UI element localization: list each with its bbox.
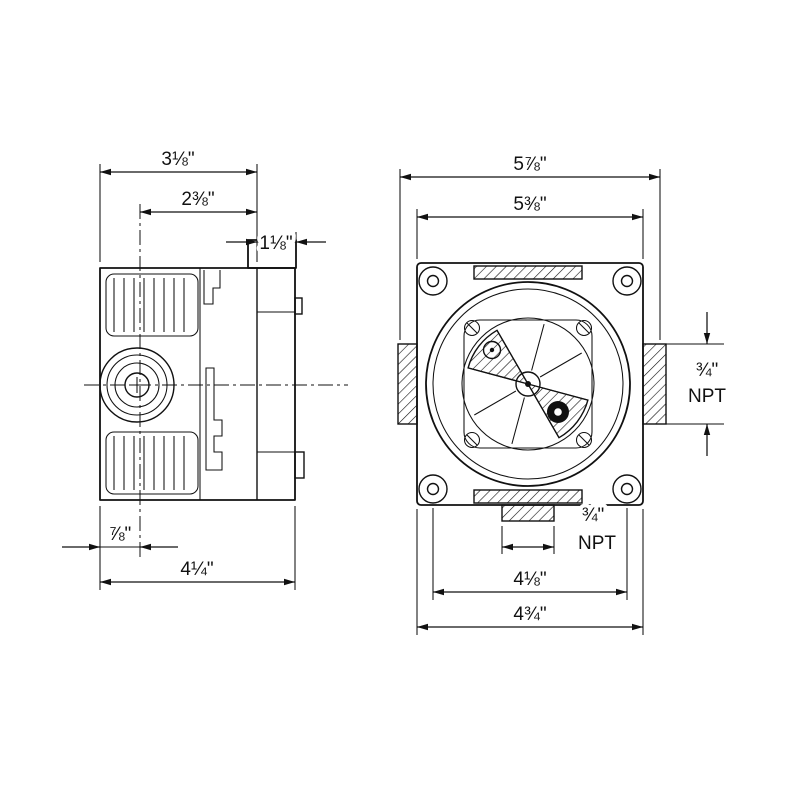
corner-ear-bottom-right	[612, 474, 642, 504]
dim-label-side-top-width: 3⅛"	[161, 149, 194, 170]
side-right-step	[294, 451, 305, 479]
ear-outline	[418, 474, 448, 504]
wheel-spokes	[467, 323, 589, 445]
ear-hole	[620, 482, 634, 496]
screw-slot	[466, 434, 478, 446]
dim-front-hole-spacing: 4⅛"	[432, 508, 628, 600]
dim-label-front-plate-bottom-width: 4¾"	[513, 604, 546, 625]
bottom-clamp-bar	[473, 489, 583, 504]
frame-screws	[463, 319, 593, 449]
dim-label-side-mid-width: 2⅜"	[181, 189, 214, 210]
rib-panel-outline	[105, 273, 199, 337]
dim-label-side-front-depth: 1⅛"	[259, 233, 292, 254]
dim-side-port-offset: ⅞"	[62, 506, 178, 590]
front-dimensions: 5⅞" 5⅜" ¾" NPT ¾" NPT	[399, 150, 730, 635]
dim-label-side-port-thread: NPT	[688, 386, 726, 407]
dim-label-side-port-offset: ⅞"	[109, 524, 132, 545]
ear-outline	[612, 474, 642, 504]
top-clamp-bar	[473, 265, 583, 280]
ear-hole	[426, 482, 440, 496]
wheel-hub	[515, 371, 541, 397]
left-side-port	[397, 343, 418, 425]
cartridge-frame	[463, 319, 593, 449]
rib-panel-outline	[105, 431, 199, 495]
dim-front-plate-bottom-width: 4¾"	[416, 509, 644, 635]
pilot-hole-dot	[489, 347, 495, 353]
corner-ear-bottom-left	[418, 474, 448, 504]
front-view-body	[397, 262, 667, 522]
plug-port-center	[554, 408, 562, 416]
screw-bottom-right	[575, 431, 593, 449]
dim-label-side-total-depth: 4¼"	[180, 559, 213, 580]
right-side-port	[642, 343, 667, 425]
side-rib-panel-bottom	[105, 431, 199, 495]
ear-hole	[620, 274, 634, 288]
dim-side-top-width: 3⅛"	[99, 145, 258, 262]
screw-top-left	[463, 319, 481, 337]
side-right-tab	[294, 297, 303, 315]
dim-label-bottom-port-thread: NPT	[578, 533, 616, 554]
side-rib-panel-top	[105, 273, 199, 337]
side-top-protrusion	[247, 239, 297, 269]
plug-port	[547, 401, 569, 423]
dim-label-front-plate-width: 5⅜"	[513, 194, 546, 215]
dim-side-mid-width: 2⅜"	[140, 185, 257, 216]
dim-label-side-port-size: ¾"	[696, 360, 719, 381]
rib-lines	[113, 278, 185, 332]
corner-ear-top-left	[418, 266, 448, 296]
ear-outline	[612, 266, 642, 296]
pilot-hole	[482, 340, 502, 360]
impeller-wheel	[461, 317, 595, 451]
rib-lines	[113, 436, 185, 490]
front-view: 5⅞" 5⅜" ¾" NPT ¾" NPT	[397, 150, 730, 635]
dim-label-bottom-port-size: ¾"	[582, 505, 605, 526]
dim-front-plate-width: 5⅜"	[416, 190, 644, 259]
clip-middle	[205, 367, 223, 471]
housing-circle-inner	[432, 288, 624, 480]
dim-front-outer-width: 5⅞"	[399, 150, 661, 340]
dim-bottom-port-npt: ¾" NPT	[501, 501, 620, 558]
wheel-hub-dot	[525, 381, 531, 387]
pilot-hole-outline	[482, 340, 502, 360]
side-dimensions: 3⅛" 2⅜" 1⅛" ⅞"	[62, 145, 326, 590]
clip-top	[203, 270, 221, 305]
housing-circle-outer	[425, 281, 631, 487]
dim-side-port-npt: ¾" NPT	[666, 312, 730, 456]
ear-hole	[426, 274, 440, 288]
ear-outline	[418, 266, 448, 296]
screw-slot	[578, 322, 590, 334]
side-mounting-clips	[203, 270, 223, 471]
side-view-body	[84, 204, 348, 560]
screw-slot	[578, 434, 590, 446]
bottom-outlet-port	[501, 504, 555, 522]
wheel-ring	[461, 317, 595, 451]
corner-ear-top-right	[612, 266, 642, 296]
screw-slot	[466, 322, 478, 334]
dim-side-front-depth: 1⅛"	[226, 229, 326, 258]
side-view: 3⅛" 2⅜" 1⅛" ⅞"	[62, 145, 348, 590]
dim-label-front-hole-spacing: 4⅛"	[513, 569, 546, 590]
screw-bottom-left	[463, 431, 481, 449]
dim-label-front-outer-width: 5⅞"	[513, 154, 546, 175]
screw-top-right	[575, 319, 593, 337]
dim-side-total-depth: 4¼"	[100, 506, 296, 590]
